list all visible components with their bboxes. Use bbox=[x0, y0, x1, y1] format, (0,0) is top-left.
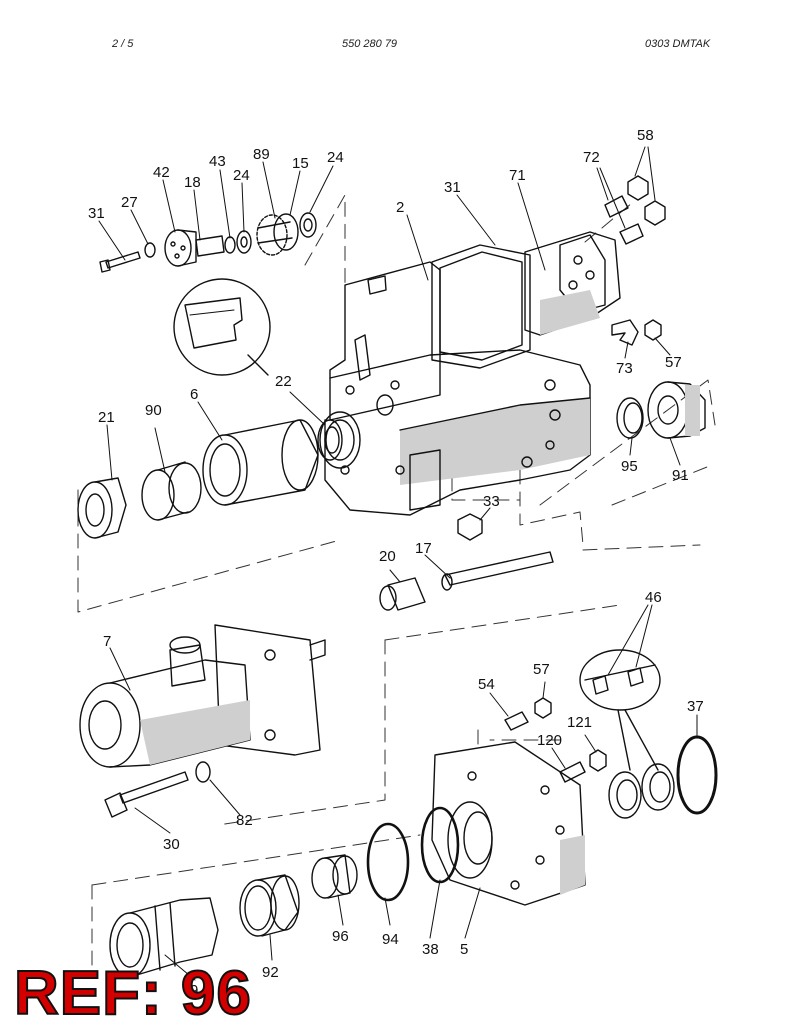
callout-15: 15 bbox=[292, 155, 309, 172]
cap-42 bbox=[164, 229, 197, 267]
callout-90: 90 bbox=[145, 402, 162, 419]
ref-label: REF: 96 bbox=[13, 959, 252, 1028]
callout-95: 95 bbox=[621, 458, 638, 475]
callout-31-right: 31 bbox=[444, 179, 461, 196]
callout-21: 21 bbox=[98, 409, 115, 426]
callout-58: 58 bbox=[637, 127, 654, 144]
o-ring-38 bbox=[420, 806, 460, 884]
callout-22: 22 bbox=[275, 373, 292, 390]
callout-46: 46 bbox=[645, 589, 662, 606]
callout-72: 72 bbox=[583, 149, 600, 166]
shaft-17 bbox=[441, 551, 554, 591]
o-ring-37 bbox=[676, 735, 718, 815]
washer-24-right bbox=[299, 212, 317, 238]
nut-121 bbox=[589, 749, 607, 772]
callout-24-left: 24 bbox=[233, 167, 250, 184]
callout-37: 37 bbox=[687, 698, 704, 715]
callout-43: 43 bbox=[209, 153, 226, 170]
detail-view-circle bbox=[173, 278, 271, 376]
callout-121: 121 bbox=[567, 714, 592, 731]
callout-33: 33 bbox=[483, 493, 500, 510]
callout-7: 7 bbox=[103, 633, 111, 650]
fitting-120 bbox=[559, 761, 586, 783]
callout-27: 27 bbox=[121, 194, 138, 211]
elbow-fitting-73 bbox=[611, 319, 639, 346]
hub-ring bbox=[447, 801, 493, 879]
callout-6: 6 bbox=[190, 386, 198, 403]
o-ring-94 bbox=[366, 822, 410, 902]
main-housing-2 bbox=[319, 261, 591, 516]
callout-71: 71 bbox=[509, 167, 526, 184]
bushing-96 bbox=[311, 854, 358, 899]
plug-20 bbox=[379, 577, 426, 611]
callout-2: 2 bbox=[396, 199, 404, 216]
callout-94: 94 bbox=[382, 931, 399, 948]
nut-57-mid bbox=[534, 697, 552, 719]
callout-54: 54 bbox=[478, 676, 495, 693]
header-code: 0303 DMTAK bbox=[645, 38, 711, 50]
callout-120: 120 bbox=[537, 732, 562, 749]
callout-42: 42 bbox=[153, 164, 170, 181]
nut-57-top bbox=[644, 319, 662, 341]
bearing-91 bbox=[647, 381, 706, 439]
bushing-90 bbox=[141, 461, 202, 521]
seal-ring-22 bbox=[317, 419, 343, 461]
seal-95 bbox=[616, 397, 644, 439]
nut-33 bbox=[457, 513, 483, 541]
callout-38: 38 bbox=[422, 941, 439, 958]
callout-91: 91 bbox=[672, 467, 689, 484]
gear-15 bbox=[256, 213, 299, 256]
washer-82 bbox=[195, 761, 211, 783]
callout-57-top: 57 bbox=[665, 354, 682, 371]
ring-43 bbox=[224, 236, 236, 254]
pump-71 bbox=[524, 231, 621, 336]
callout-96: 96 bbox=[332, 928, 349, 945]
callout-18: 18 bbox=[184, 174, 201, 191]
housing-5 bbox=[431, 741, 586, 906]
callout-89: 89 bbox=[253, 146, 270, 163]
callout-82: 82 bbox=[236, 812, 253, 829]
gear-6 bbox=[202, 419, 319, 506]
gear-21 bbox=[77, 477, 127, 539]
callout-57-mid: 57 bbox=[533, 661, 550, 678]
callout-20: 20 bbox=[379, 548, 396, 565]
fittings-72 bbox=[604, 195, 644, 245]
seal-rings-46 bbox=[608, 763, 675, 819]
cover-31 bbox=[431, 244, 531, 369]
callout-5: 5 bbox=[460, 941, 468, 958]
pin-18 bbox=[195, 235, 225, 257]
washer-27 bbox=[144, 242, 156, 258]
callout-73: 73 bbox=[616, 360, 633, 377]
callout-labels: 58 72 71 31 2 42 43 89 15 24 18 24 31 27… bbox=[88, 127, 704, 999]
callout-24-right: 24 bbox=[327, 149, 344, 166]
header-page-number: 2 / 5 bbox=[112, 38, 134, 50]
washer-24-left bbox=[236, 230, 252, 254]
callout-17: 17 bbox=[415, 540, 432, 557]
detail-view-circle-46 bbox=[579, 649, 661, 771]
bushing-92 bbox=[239, 874, 300, 937]
callout-30: 30 bbox=[163, 836, 180, 853]
bolt-30 bbox=[104, 771, 189, 818]
callout-9x: 9 bbox=[190, 982, 198, 999]
callout-92: 92 bbox=[262, 964, 279, 981]
header-part-number: 550 280 79 bbox=[342, 38, 398, 50]
nuts-58 bbox=[627, 175, 666, 226]
fitting-54 bbox=[504, 711, 529, 731]
screw-31-top bbox=[99, 251, 141, 273]
cylinder-7 bbox=[79, 624, 326, 768]
sleeve-9x bbox=[109, 897, 219, 978]
callout-31-left: 31 bbox=[88, 205, 105, 222]
